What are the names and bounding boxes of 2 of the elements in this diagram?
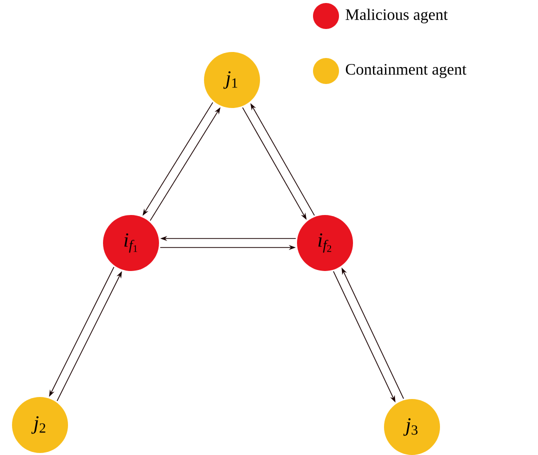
legend-label: Malicious agent [346, 8, 448, 24]
legend-label: Containment agent [346, 64, 466, 78]
